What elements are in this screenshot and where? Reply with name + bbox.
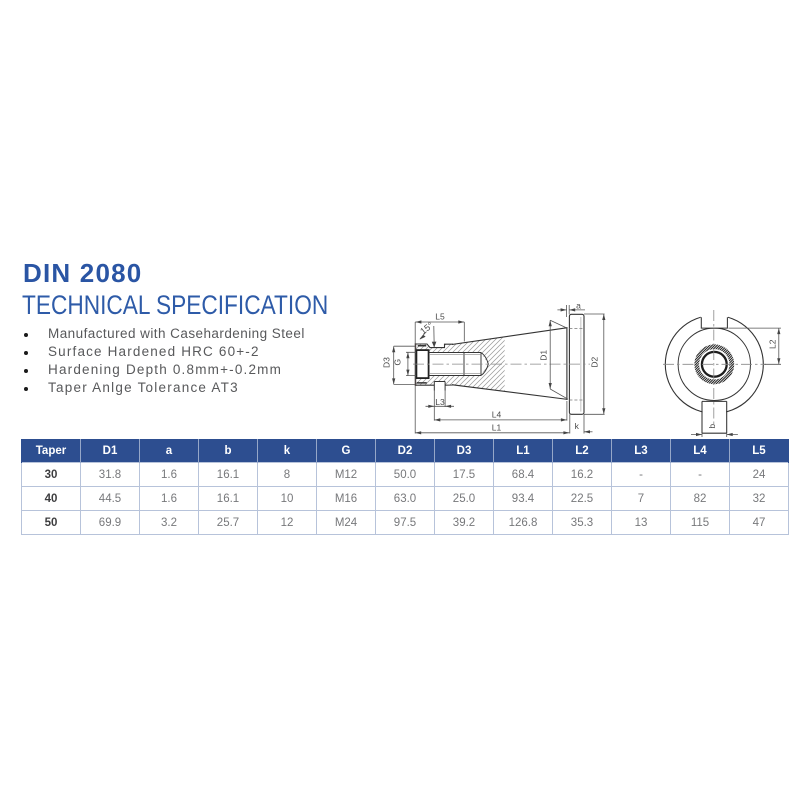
- svg-text:L4: L4: [492, 409, 502, 419]
- svg-text:D1: D1: [539, 350, 549, 361]
- svg-text:G: G: [393, 359, 403, 366]
- svg-text:k: k: [575, 421, 580, 431]
- svg-text:L5: L5: [435, 312, 445, 322]
- svg-text:D2: D2: [590, 356, 600, 367]
- svg-text:L1: L1: [492, 422, 502, 432]
- svg-text:L3: L3: [435, 397, 445, 407]
- svg-text:b: b: [707, 424, 717, 429]
- svg-text:L2: L2: [767, 339, 777, 349]
- svg-text:a: a: [576, 300, 581, 310]
- svg-text:D3: D3: [382, 357, 392, 368]
